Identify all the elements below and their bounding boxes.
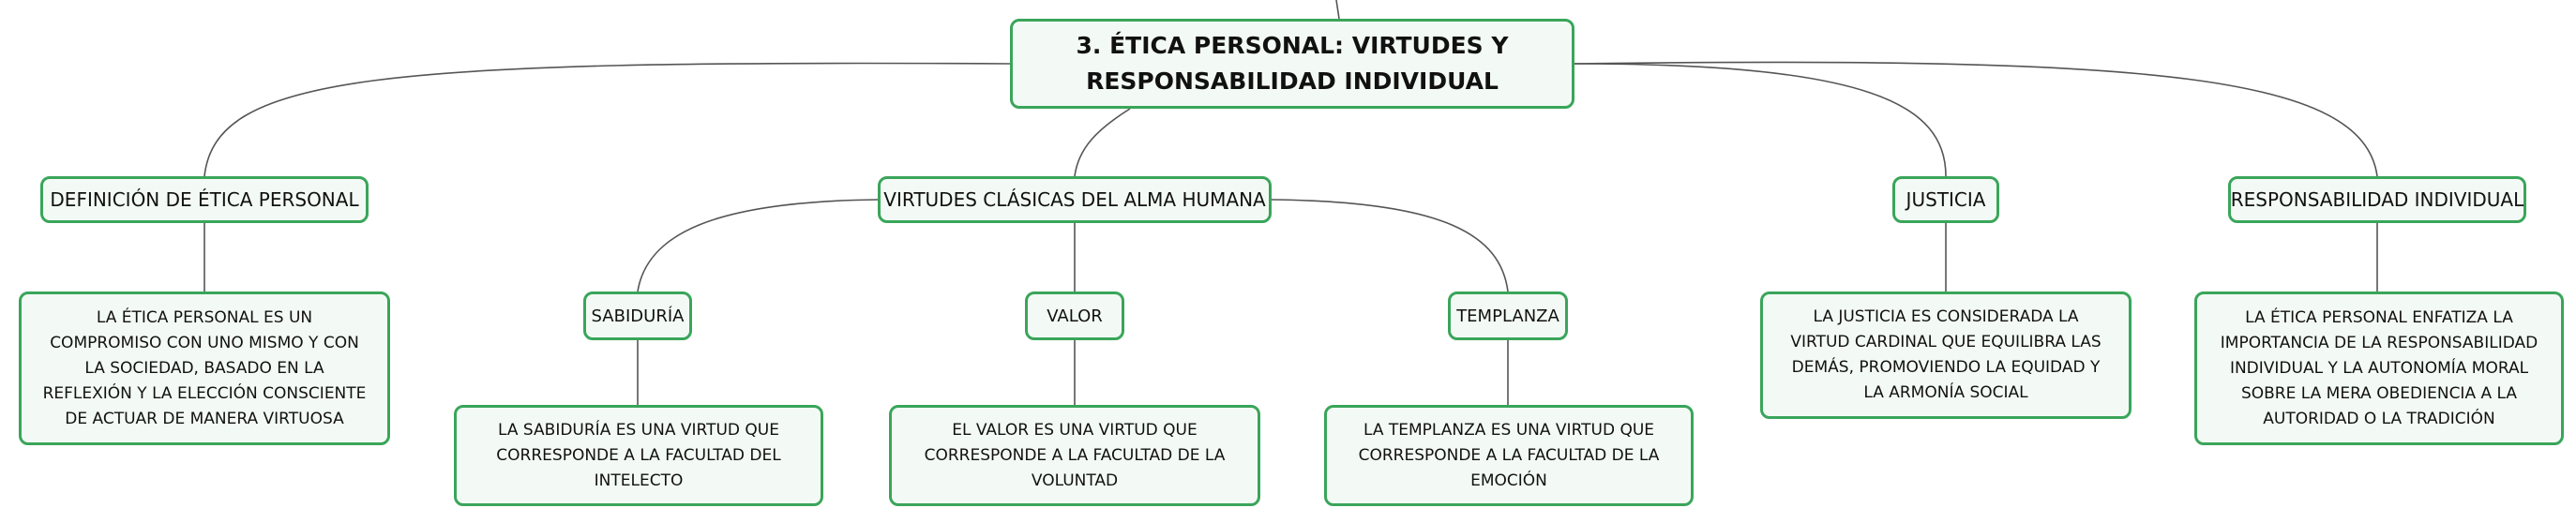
subtopic-sabiduria[interactable]: SABIDURÍA [583,291,692,340]
connector-parent-stub [1335,0,1340,20]
subtopic-templanza-label: TEMPLANZA [1456,306,1559,326]
leaf-valor-content: EL VALOR ES UNA VIRTUD QUE CORRESPONDE A… [924,420,1226,490]
subtopic-valor-label: VALOR [1047,306,1103,326]
leaf-justicia-content: LA JUSTICIA ES CONSIDERADA LA VIRTUD CAR… [1790,307,2101,402]
subtopic-sabiduria-label: SABIDURÍA [591,306,685,326]
leaf-responsabilidad-text[interactable]: LA ÉTICA PERSONAL ENFATIZA LA IMPORTANCI… [2194,291,2564,445]
connector-root-justicia [1574,63,1947,177]
branch-definicion-label: DEFINICIÓN DE ÉTICA PERSONAL [50,188,359,211]
leaf-templanza-text[interactable]: LA TEMPLANZA ES UNA VIRTUD QUE CORRESPON… [1324,405,1694,506]
connector-root-virtudes [1074,108,1131,177]
leaf-sabiduria-content: LA SABIDURÍA ES UNA VIRTUD QUE CORRESPON… [496,420,781,490]
branch-justicia[interactable]: JUSTICIA [1892,176,1999,223]
branch-virtudes[interactable]: VIRTUDES CLÁSICAS DEL ALMA HUMANA [878,176,1272,223]
leaf-definicion-text[interactable]: LA ÉTICA PERSONAL ES UN COMPROMISO CON U… [19,291,390,445]
root-topic-label: 3. ÉTICA PERSONAL: VIRTUDES Y RESPONSABI… [1076,32,1509,95]
branch-justicia-label: JUSTICIA [1906,188,1986,211]
subtopic-templanza[interactable]: TEMPLANZA [1448,291,1568,340]
branch-virtudes-label: VIRTUDES CLÁSICAS DEL ALMA HUMANA [883,188,1266,211]
leaf-valor-text[interactable]: EL VALOR ES UNA VIRTUD QUE CORRESPONDE A… [889,405,1260,506]
leaf-justicia-text[interactable]: LA JUSTICIA ES CONSIDERADA LA VIRTUD CAR… [1760,291,2132,419]
connector-root-definicion [203,62,1011,177]
branch-responsabilidad[interactable]: RESPONSABILIDAD INDIVIDUAL [2228,176,2526,223]
root-topic[interactable]: 3. ÉTICA PERSONAL: VIRTUDES Y RESPONSABI… [1010,19,1574,109]
branch-responsabilidad-label: RESPONSABILIDAD INDIVIDUAL [2230,188,2524,211]
leaf-definicion-content: LA ÉTICA PERSONAL ES UN COMPROMISO CON U… [42,307,367,428]
subtopic-valor[interactable]: VALOR [1025,291,1124,340]
leaf-templanza-content: LA TEMPLANZA ES UNA VIRTUD QUE CORRESPON… [1358,420,1660,490]
leaf-responsabilidad-content: LA ÉTICA PERSONAL ENFATIZA LA IMPORTANCI… [2220,307,2538,428]
connector-virtudes-templanza [1271,199,1509,292]
connector-root-responsabilidad [1574,61,2378,177]
leaf-sabiduria-text[interactable]: LA SABIDURÍA ES UNA VIRTUD QUE CORRESPON… [454,405,823,506]
connector-virtudes-sabiduria [637,199,879,292]
branch-definicion[interactable]: DEFINICIÓN DE ÉTICA PERSONAL [40,176,369,223]
